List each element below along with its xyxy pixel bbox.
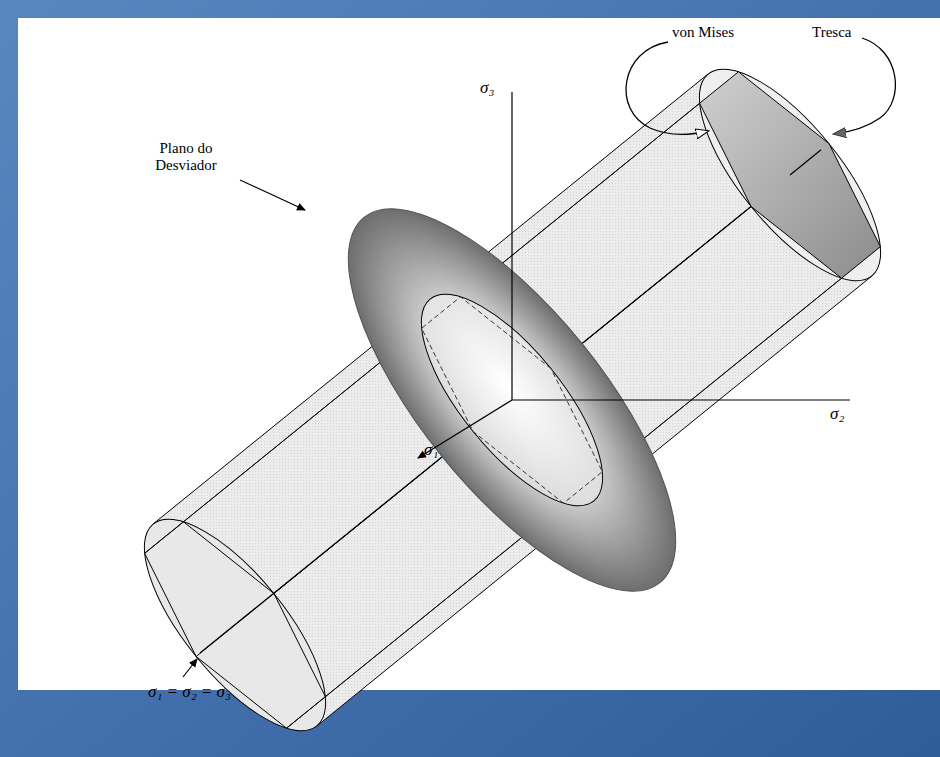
von-mises-pointer	[626, 42, 708, 134]
tresca-pointer	[834, 38, 895, 134]
tresca-hexagon	[700, 72, 881, 278]
plane-leader	[240, 180, 305, 210]
criterion-label: Tresca	[812, 24, 851, 41]
axis-leader	[183, 659, 197, 677]
plane-label: Plano do Desviador	[140, 140, 232, 175]
hydrostatic-axis	[200, 150, 821, 653]
axis-label: σ₁	[424, 440, 438, 460]
axis-label: σ₂	[830, 404, 844, 424]
sigma2-axis	[512, 399, 850, 400]
axis-label: σ₁ = σ₂ = σ₃	[148, 682, 231, 702]
hydrostatic-axis	[790, 150, 821, 175]
criterion-label: von Mises	[672, 24, 734, 41]
sigma3-axis	[511, 92, 512, 400]
axis-label: σ₃	[480, 78, 494, 98]
cylinder-end	[669, 43, 910, 308]
